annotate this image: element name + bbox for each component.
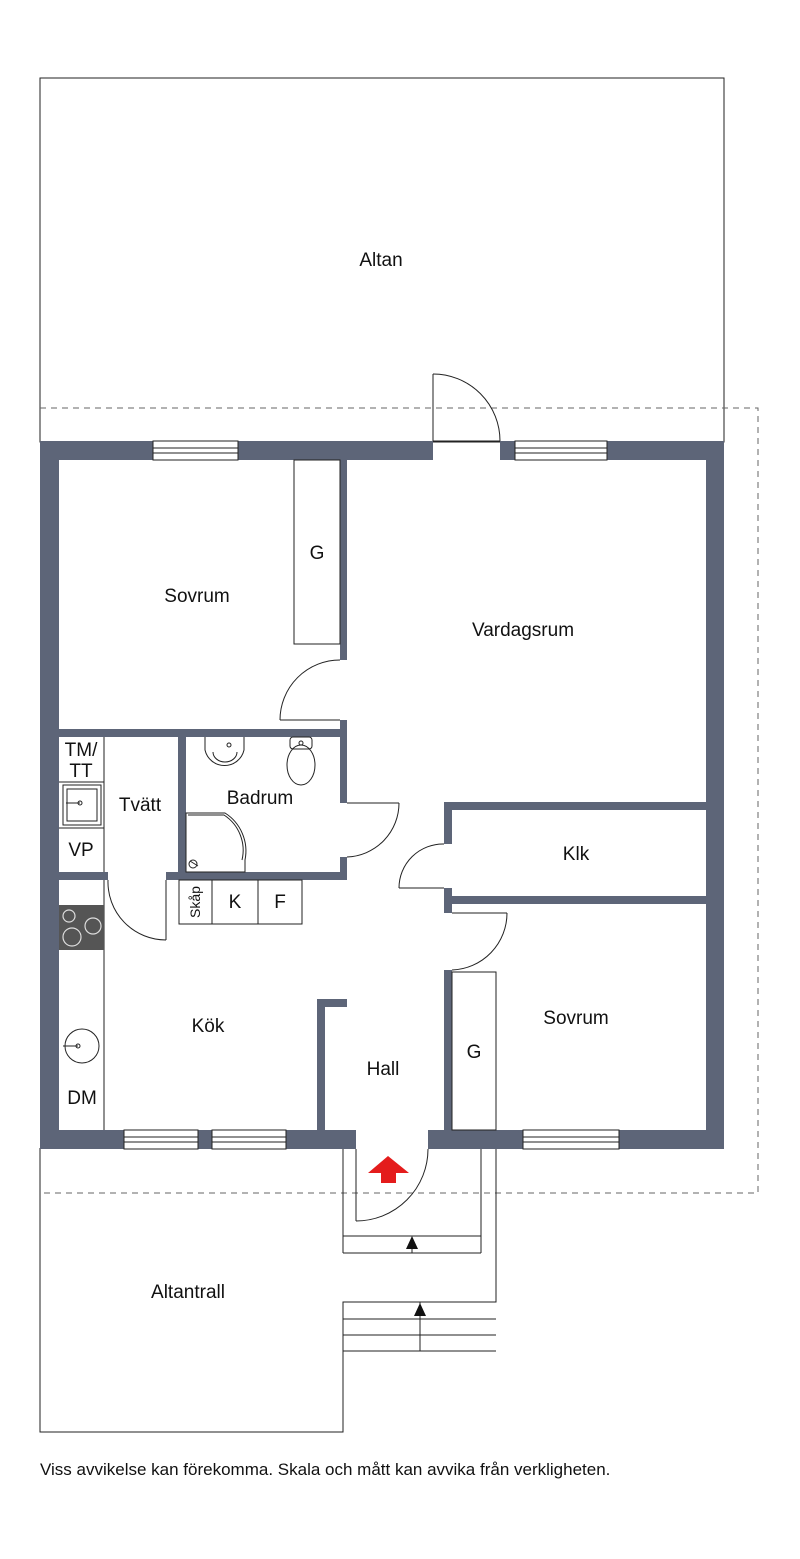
toilet-icon (286, 736, 316, 786)
room-labels: Altan Sovrum G Vardagsrum TM/ TT Tvätt B… (65, 250, 609, 1303)
wall-bath-bottom (166, 872, 347, 880)
label-klk: Klk (563, 844, 590, 865)
label-tm-tt-line2: TT (69, 761, 93, 782)
label-k: K (229, 892, 242, 913)
wall-klk-top (444, 802, 706, 810)
window-top-right (514, 440, 608, 461)
door-bedroom (279, 659, 341, 721)
label-f: F (274, 892, 286, 913)
entrance-arrow-icon (368, 1156, 409, 1183)
stove-icon (59, 905, 104, 950)
closet-bottom (451, 971, 497, 1131)
cabinet-f (257, 879, 303, 925)
label-garderob-top: G (310, 543, 325, 564)
wall-hall-kitchen-stub (317, 999, 347, 1007)
wall-bedroom-living-lower (340, 720, 347, 736)
wall-bedroom-living-upper (340, 460, 347, 660)
label-vardagsrum: Vardagsrum (472, 620, 574, 641)
wall-hall-kitchen (317, 999, 325, 1130)
door-laundry (107, 879, 167, 941)
kitchen-sink-icon (63, 1028, 100, 1064)
outer-wall-left (40, 441, 59, 1149)
bath-sink-icon (204, 737, 245, 766)
fixtures (59, 459, 497, 1131)
sink-icon (62, 784, 102, 826)
altantrall-outline (39, 1148, 497, 1433)
window-top-left (152, 440, 239, 461)
label-garderob-bottom: G (467, 1042, 482, 1063)
stairs-up-arrow-icon (406, 1236, 418, 1249)
label-skap: Skåp (187, 886, 203, 918)
wall-bath-right-lower (340, 857, 347, 880)
label-tvatt: Tvätt (119, 795, 162, 816)
door-bathroom (346, 802, 400, 858)
door-entrance (355, 1148, 429, 1222)
wall-laundry-bath (178, 737, 186, 880)
label-vp: VP (68, 840, 93, 861)
door-altan (432, 373, 501, 442)
closet-top (293, 459, 341, 645)
label-badrum: Badrum (227, 788, 294, 809)
wall-bedroom2-left (444, 970, 452, 1130)
label-altantrall: Altantrall (151, 1282, 225, 1303)
label-tm-tt-line1: TM/ (65, 740, 98, 761)
shower-icon (185, 812, 247, 873)
label-kok: Kök (192, 1016, 225, 1037)
stairs-up-arrow-icon-2 (414, 1303, 426, 1316)
label-sovrum-top: Sovrum (164, 586, 229, 607)
dashed-boundary (40, 407, 759, 1194)
outdoor-steps (342, 1149, 496, 1352)
window-bedroom2 (522, 1129, 620, 1150)
outer-wall-right (706, 441, 724, 1149)
label-dm: DM (67, 1088, 97, 1109)
wall-laundry-bottom (59, 872, 108, 880)
window-kitchen-2 (211, 1129, 287, 1150)
wall-bath-right-upper (340, 737, 347, 803)
doors (107, 373, 508, 1222)
windows (123, 440, 620, 1150)
outdoor-areas (39, 77, 759, 1433)
window-kitchen-1 (123, 1129, 199, 1150)
door-klk (398, 843, 445, 889)
wall-bedroom-bottom (59, 729, 347, 737)
wall-klk-bottom (444, 896, 706, 904)
disclaimer-text: Viss avvikelse kan förekomma. Skala och … (40, 1460, 611, 1479)
door-bedroom2 (451, 912, 508, 971)
label-hall: Hall (367, 1059, 400, 1080)
label-altan: Altan (359, 250, 402, 271)
label-sovrum-bottom: Sovrum (543, 1008, 608, 1029)
wall-klk-left-upper (444, 802, 452, 844)
